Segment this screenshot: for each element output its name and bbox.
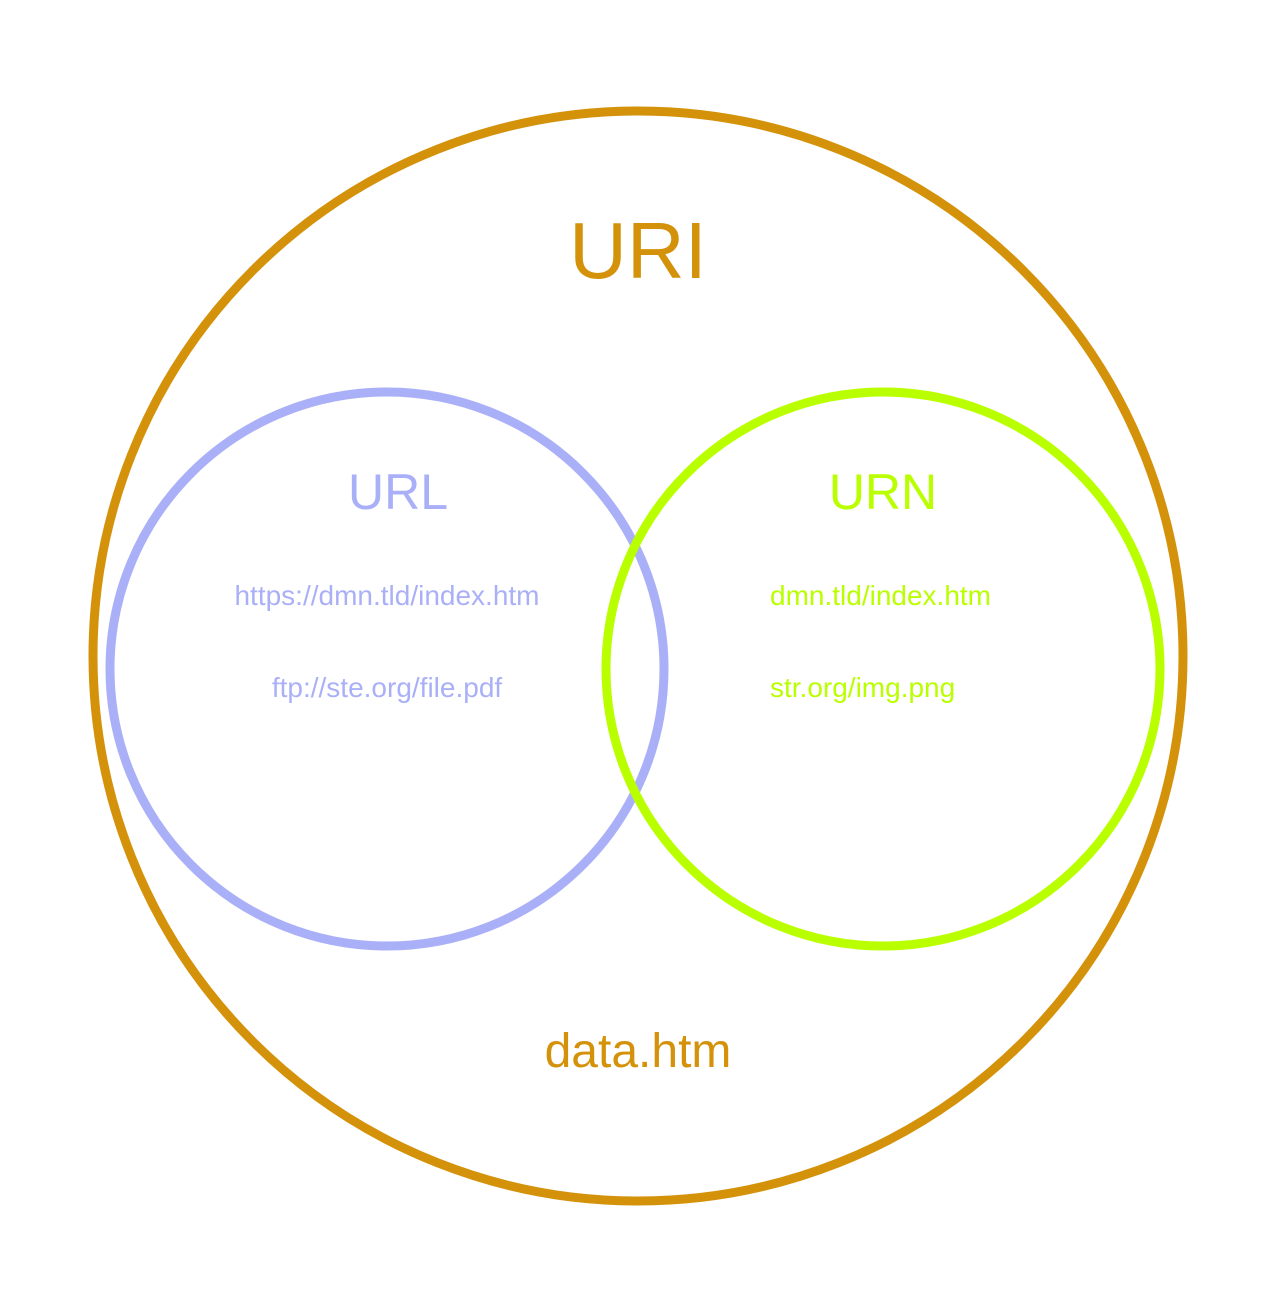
uri-example: data.htm <box>545 1025 732 1078</box>
url-example: ftp://ste.org/file.pdf <box>272 672 503 703</box>
url-circle <box>105 387 669 951</box>
urn-example: str.org/img.png <box>770 672 955 703</box>
urn-example: dmn.tld/index.htm <box>770 580 991 611</box>
url-example: https://dmn.tld/index.htm <box>234 580 539 611</box>
urn-circle <box>601 387 1165 951</box>
urn-label: URN <box>829 464 937 520</box>
uri-label: URI <box>569 206 707 295</box>
uri-circle <box>88 106 1188 1206</box>
url-label: URL <box>348 464 448 520</box>
